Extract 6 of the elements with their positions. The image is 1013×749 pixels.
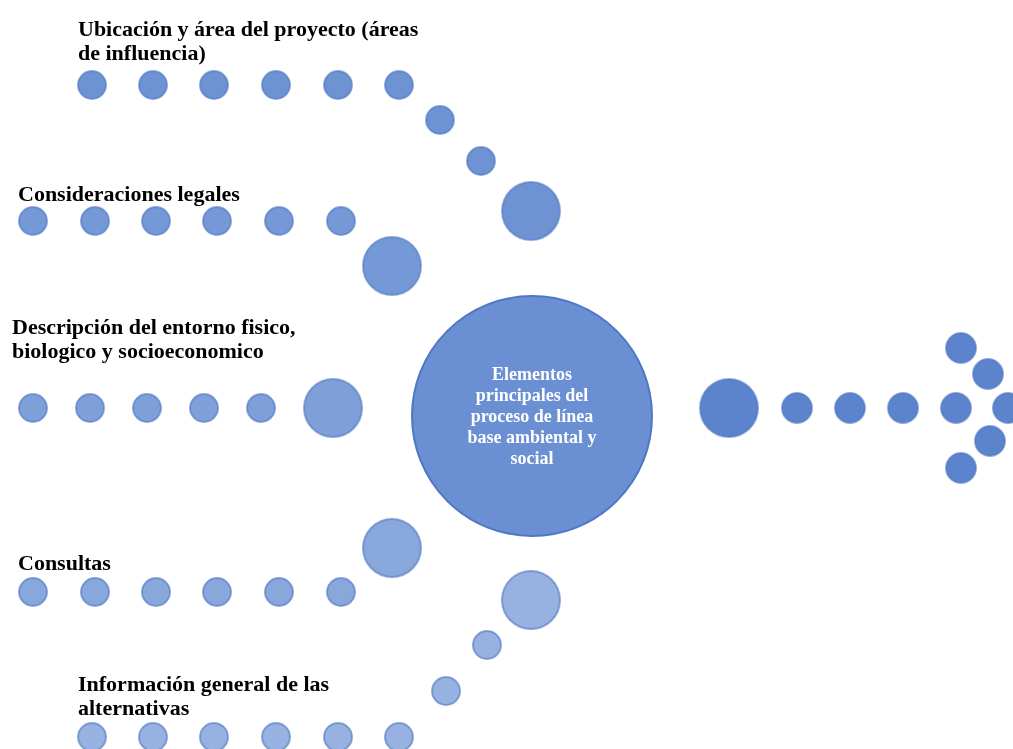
category-label: Ubicación y área del proyecto (áreas de influencia) (78, 17, 420, 65)
category-label: Descripción del entorno fisico, biologico y socioeconomico (12, 315, 297, 363)
category-label: Consultas (18, 551, 112, 575)
category-label: Consideraciones legales (18, 182, 241, 206)
center-title: Elementos principales del proceso de línea base ambiental y social (466, 363, 598, 469)
category-label: Información general de las alternativas (78, 672, 331, 720)
